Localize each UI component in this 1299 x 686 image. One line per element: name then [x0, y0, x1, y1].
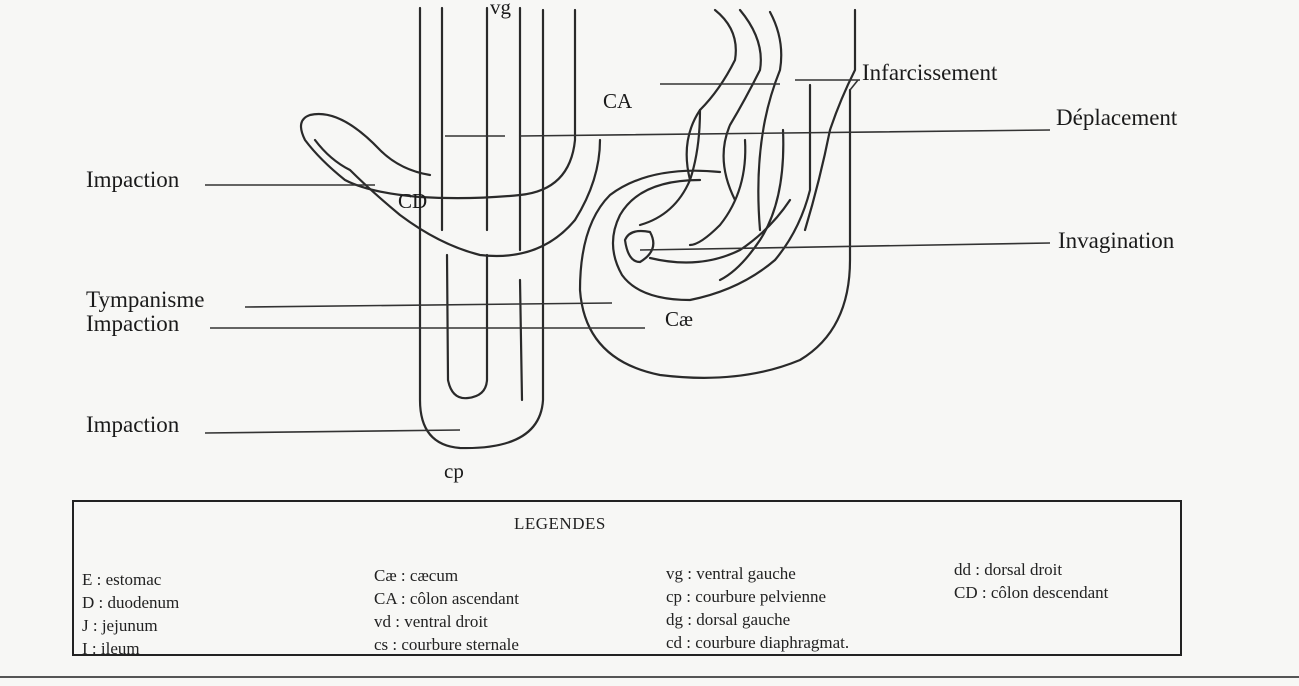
label-cae: Cæ	[665, 307, 693, 331]
impaction-3-leader	[205, 430, 460, 433]
infarcissement-section-line	[660, 80, 860, 84]
legend-item: cd : courbure diaphragmat.	[666, 631, 849, 654]
legend-item: vd : ventral droit	[374, 610, 519, 633]
legend-title: LEGENDES	[514, 514, 606, 534]
legend-item: dg : dorsal gauche	[666, 608, 849, 631]
legend-column-2: Cæ : cæcum CA : côlon ascendant vd : ven…	[374, 564, 519, 656]
descending-colon-upper	[301, 10, 575, 198]
ventral-wall-2	[724, 10, 761, 200]
colon-outer-left-wall	[420, 8, 543, 448]
ventral-wall-6	[690, 140, 745, 245]
legend-item: I : ileum	[82, 637, 179, 660]
callout-infarcissement: Infarcissement	[862, 60, 998, 85]
legend-item: cs : courbure sternale	[374, 633, 519, 656]
invagination-leader	[640, 243, 1050, 250]
label-ca: CA	[603, 89, 633, 113]
deplacement-section-line	[445, 130, 1050, 136]
colon-diagram: vg CA CD Cæ cp Infarcissement Déplacemen…	[0, 0, 1299, 500]
callout-tympanisme: Tympanisme	[86, 287, 204, 312]
legend-box: LEGENDES E : estomac D : duodenum J : je…	[72, 500, 1182, 656]
colon-inner-left-wall	[442, 8, 487, 398]
legend-item: dd : dorsal droit	[954, 558, 1108, 581]
legend-column-1: E : estomac D : duodenum J : jejunum I :…	[82, 568, 179, 660]
legend-item: D : duodenum	[82, 591, 179, 614]
legend-column-4: dd : dorsal droit CD : côlon descendant	[954, 558, 1108, 604]
callout-invagination: Invagination	[1058, 228, 1175, 253]
label-vg: vg	[490, 0, 512, 19]
caecum-lower-wall	[650, 200, 790, 263]
legend-item: cp : courbure pelvienne	[666, 585, 849, 608]
legend-item: CD : côlon descendant	[954, 581, 1108, 604]
legend-column-3: vg : ventral gauche cp : courbure pelvie…	[666, 562, 849, 654]
callout-deplacement: Déplacement	[1056, 105, 1178, 130]
bottom-rule	[0, 676, 1299, 678]
callout-impaction-1: Impaction	[86, 167, 180, 192]
label-cp: cp	[444, 459, 464, 483]
legend-item: vg : ventral gauche	[666, 562, 849, 585]
invagination-tip	[625, 231, 653, 262]
caecum-inner	[613, 85, 810, 300]
colon-inner-right-wall	[520, 8, 522, 400]
legend-item: CA : côlon ascendant	[374, 587, 519, 610]
callout-impaction-2: Impaction	[86, 311, 180, 336]
ventral-wall-4	[805, 10, 855, 230]
legend-item: J : jejunum	[82, 614, 179, 637]
legend-item: Cæ : cæcum	[374, 564, 519, 587]
legend-item: E : estomac	[82, 568, 179, 591]
infarcissement-leader	[850, 80, 858, 90]
ventral-wall-1	[687, 10, 736, 180]
ventral-wall-7	[720, 130, 783, 280]
label-cd: CD	[398, 189, 427, 213]
tympanisme-leader	[245, 303, 612, 307]
callout-impaction-3: Impaction	[86, 412, 180, 437]
